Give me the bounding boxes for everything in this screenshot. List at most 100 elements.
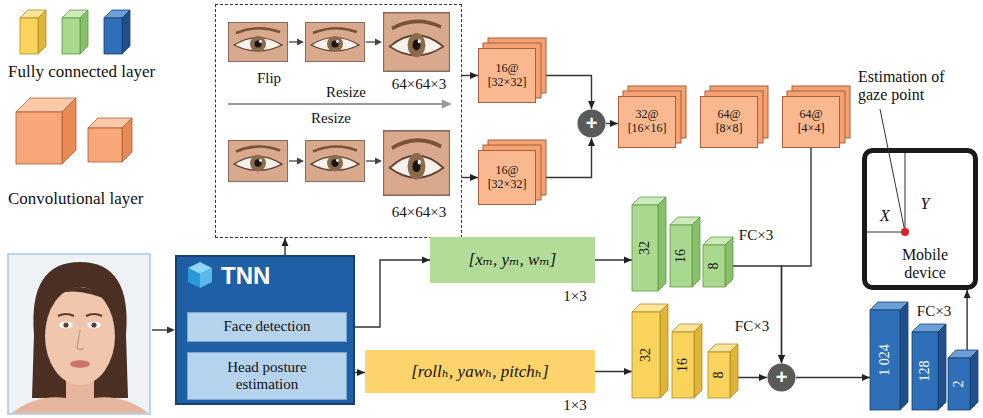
bar-side <box>660 304 668 398</box>
sum-node: + <box>577 109 606 138</box>
node-text: Flip <box>257 70 281 87</box>
face-photo-part <box>77 330 84 350</box>
face-photo-part <box>58 314 74 316</box>
fc-layer: 8 <box>703 245 725 287</box>
node-text: 64×64×3 <box>392 76 446 93</box>
node-text: 64@ [4×4] <box>798 108 825 136</box>
bar-side <box>658 197 666 291</box>
arrow-head <box>610 120 618 127</box>
face-photo-part <box>47 287 112 302</box>
bar-side <box>694 324 702 398</box>
eye-images-part <box>306 23 365 62</box>
connector-line <box>796 377 870 378</box>
legend-conv-cubes-part <box>88 128 122 162</box>
legend-conv-cubes-part <box>62 98 76 164</box>
legend-text: Fully connected layer <box>8 62 155 82</box>
input-arrow <box>152 327 175 334</box>
fc-layer: 16 <box>670 225 692 287</box>
feature-vector: [xₘ, yₘ, wₘ] <box>430 237 595 283</box>
face-photo-part <box>8 254 150 414</box>
arrow-head <box>624 368 632 375</box>
node-text: 16 <box>673 249 689 263</box>
sum-circle <box>768 364 796 392</box>
layer-label: FC×3 <box>917 303 951 320</box>
legend-conv-cubes-part <box>122 118 132 162</box>
arrow-head <box>778 355 785 363</box>
layer-label: FC×3 <box>739 227 773 244</box>
image-arrows-part <box>289 41 298 42</box>
connector <box>964 290 971 358</box>
node-text: 32@ [16×16] <box>628 108 667 136</box>
node-text: 16 <box>675 358 691 372</box>
arrow-head <box>759 374 767 381</box>
node-text: 8 <box>711 372 727 379</box>
input-arrow-part <box>167 327 175 334</box>
bar-front <box>670 225 692 287</box>
bar-front <box>708 352 730 398</box>
resize-arrow <box>228 100 452 109</box>
face-photo-part <box>87 322 101 328</box>
connector-line <box>782 148 812 363</box>
stack-front <box>783 97 840 148</box>
legend-conv-cubes-part <box>16 112 62 164</box>
node-text: 16@ [32×32] <box>488 62 527 90</box>
connector <box>595 368 632 375</box>
node-text: 32 <box>638 348 654 362</box>
connector <box>778 148 811 363</box>
image-arrows <box>289 39 382 165</box>
face-photo-part <box>63 322 68 327</box>
legend-fc-cubes-part <box>80 10 88 54</box>
conv-stack: 32@ [16×16] <box>618 96 676 148</box>
sum-node: + <box>767 363 796 392</box>
node-text: Resize <box>311 110 351 127</box>
eye-images-part <box>306 141 365 182</box>
arrow-head <box>624 257 632 264</box>
node-text: TNN <box>221 262 270 290</box>
node-text: 1 024 <box>877 344 893 376</box>
legend-conv-cubes <box>16 98 132 164</box>
bar-front <box>632 205 658 291</box>
bar-side <box>730 344 738 398</box>
sum-circle <box>578 110 606 138</box>
fc-layer: 2 <box>948 358 970 410</box>
node-text: Face detection <box>223 318 310 335</box>
legend-fc-cubes-part <box>20 18 38 54</box>
node-text: 32 <box>637 241 653 255</box>
legend-fc-cubes-part <box>62 18 80 54</box>
node-text: + <box>586 112 598 135</box>
connector <box>462 174 478 181</box>
arrow-head <box>422 257 430 264</box>
module-box: Face detection <box>187 312 347 342</box>
image-arrows-part <box>375 158 382 165</box>
bar-side <box>938 324 946 410</box>
fc-layer: 128 <box>912 332 938 410</box>
conv-stack: 16@ [32×32] <box>478 150 536 205</box>
image-arrows-part <box>289 160 298 161</box>
image-arrows-part <box>366 41 376 42</box>
legend-text: Convolutional layer <box>8 189 144 209</box>
arrow-head <box>470 72 478 79</box>
legend-fc-cubes-part <box>38 10 46 54</box>
stack-front <box>619 97 676 148</box>
image-arrows-part <box>297 39 304 46</box>
arrow-head <box>357 369 365 376</box>
bar-front <box>703 245 725 287</box>
node-text: 64@ [8×8] <box>716 108 743 136</box>
arrow-head <box>588 138 595 146</box>
stack-front <box>479 151 536 205</box>
conv-stack: 64@ [4×4] <box>782 96 840 148</box>
node-text: 8 <box>706 263 722 270</box>
eye-images-part <box>384 13 450 72</box>
tablet-frame <box>865 151 976 288</box>
image-arrows-part <box>375 39 382 46</box>
bar-side <box>970 350 978 410</box>
face-photo-part <box>32 262 128 398</box>
node-text: Resize <box>326 84 366 101</box>
fc-layer: 1 024 <box>870 310 900 410</box>
bar-front <box>912 332 938 410</box>
tnn-logo-part <box>188 268 200 288</box>
fc-layer: 32 <box>632 312 660 398</box>
face-photo <box>8 254 150 414</box>
input-arrow-part <box>152 329 167 330</box>
node-text: 128 <box>917 361 933 382</box>
